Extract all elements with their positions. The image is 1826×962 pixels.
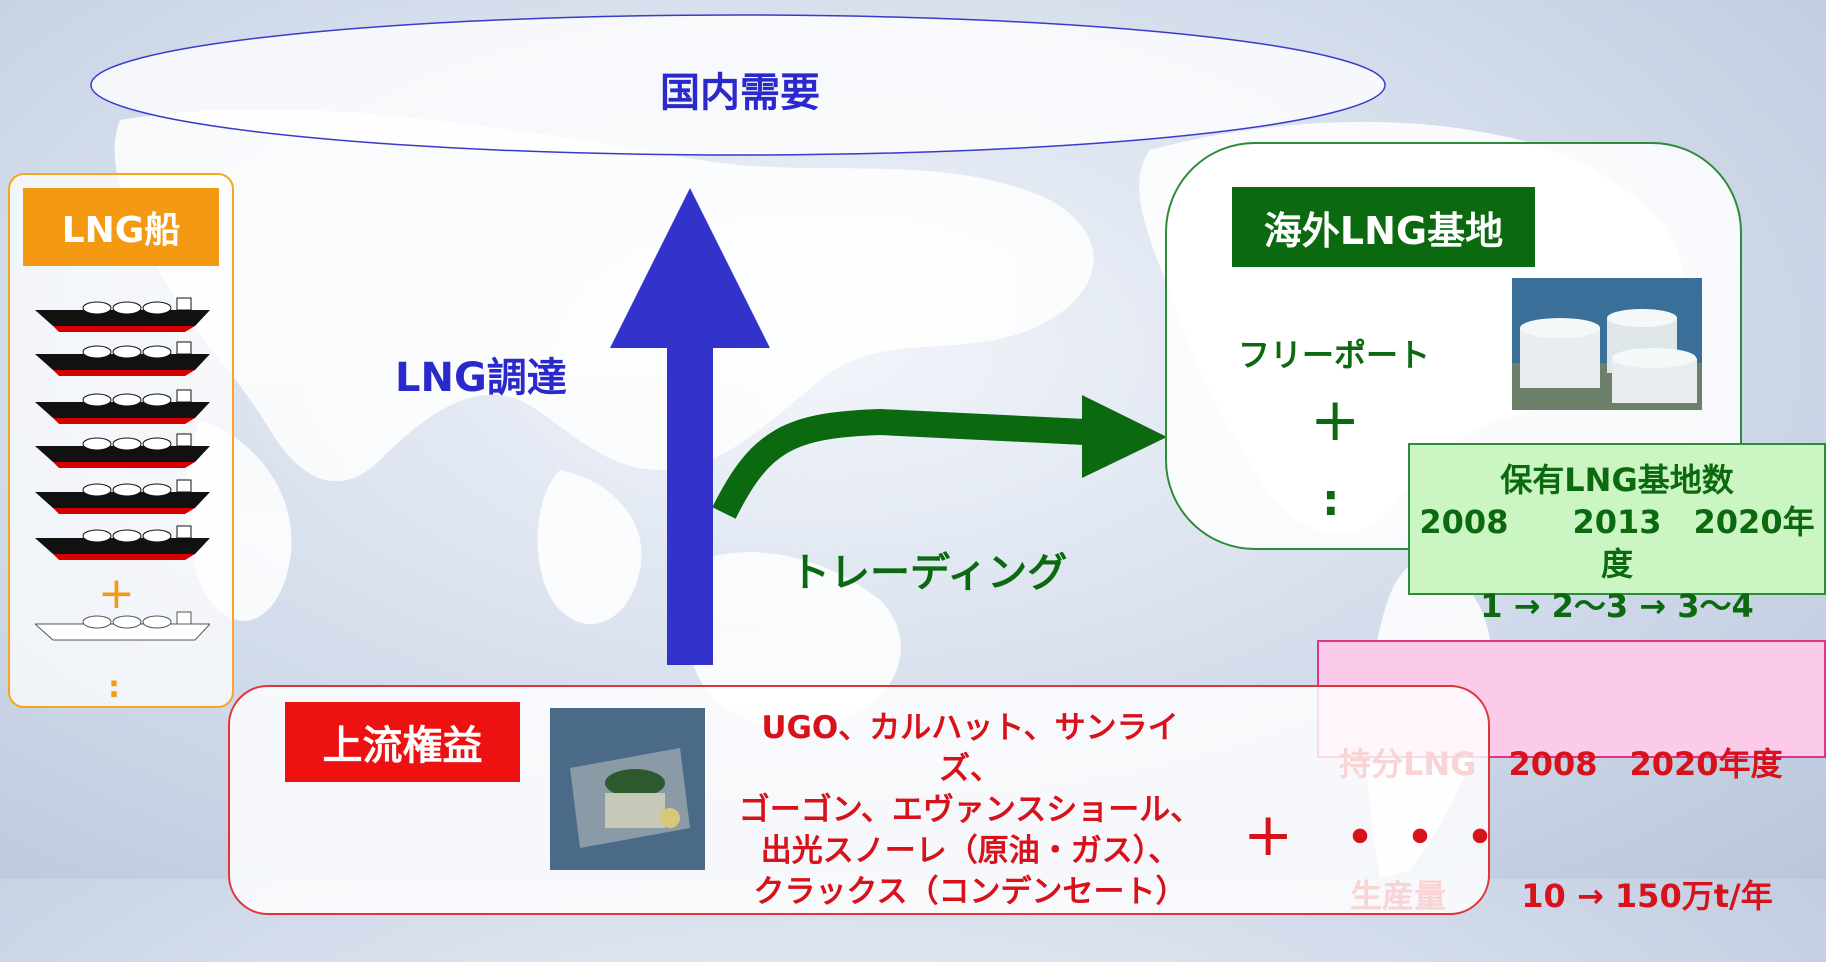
project-line: クラックス（コンデンセート） bbox=[753, 874, 1187, 910]
upstream-plus-sign: + bbox=[1243, 800, 1294, 870]
trading-arrowhead bbox=[1082, 395, 1167, 478]
owned-bases-years: 2008 2013 2020年度 bbox=[1419, 503, 1815, 583]
lng-ship-icon bbox=[35, 525, 210, 560]
lng-tank-photo bbox=[1512, 278, 1702, 410]
future-lng-ship-icon bbox=[35, 611, 210, 641]
lng-ship-icon bbox=[35, 479, 210, 514]
offshore-platform-photo bbox=[550, 708, 705, 870]
owned-bases-title: 保有LNG基地数 bbox=[1500, 461, 1734, 499]
lng-procurement-label: LNG調達 bbox=[395, 355, 567, 401]
trading-label: トレーディング bbox=[790, 550, 1068, 596]
upstream-more-indicator: ・・・ bbox=[1330, 804, 1510, 874]
project-line: 出光スノーレ（原油・ガス）、 bbox=[760, 833, 1180, 869]
freeport-label: フリーポート bbox=[1238, 336, 1431, 374]
lng-ship-icon bbox=[35, 297, 210, 332]
owned-lng-bases-box: 保有LNG基地数 2008 2013 2020年度 1 → 2～3 → 3～4 bbox=[1408, 443, 1826, 625]
domestic-demand-label: 国内需要 bbox=[660, 70, 820, 116]
upstream-project-list: UGO、カルハット、サンライズ、 ゴーゴン、エヴァンスショール、 出光スノーレ（… bbox=[735, 708, 1205, 913]
owned-bases-counts: 1 → 2～3 → 3～4 bbox=[1480, 587, 1754, 625]
ship-more-indicator: : bbox=[108, 670, 120, 705]
lng-ship-icon bbox=[35, 433, 210, 468]
upstream-interests-title: 上流権益 bbox=[285, 702, 520, 782]
overseas-more-indicator: : bbox=[1322, 475, 1340, 526]
overseas-lng-base-title: 海外LNG基地 bbox=[1232, 187, 1535, 267]
lng-ship-title: LNG船 bbox=[23, 188, 219, 266]
procurement-arrow bbox=[610, 188, 770, 665]
trading-arrow bbox=[712, 408, 1086, 519]
domestic-demand-ellipse bbox=[90, 14, 1386, 156]
overseas-plus-sign: + bbox=[1310, 385, 1361, 455]
project-line: ゴーゴン、エヴァンスショール、 bbox=[738, 792, 1202, 828]
lng-ship-icon bbox=[35, 341, 210, 376]
ship-plus-sign: + bbox=[98, 568, 135, 619]
lng-ship-icon bbox=[35, 389, 210, 424]
project-line: UGO、カルハット、サンライズ、 bbox=[761, 710, 1179, 787]
